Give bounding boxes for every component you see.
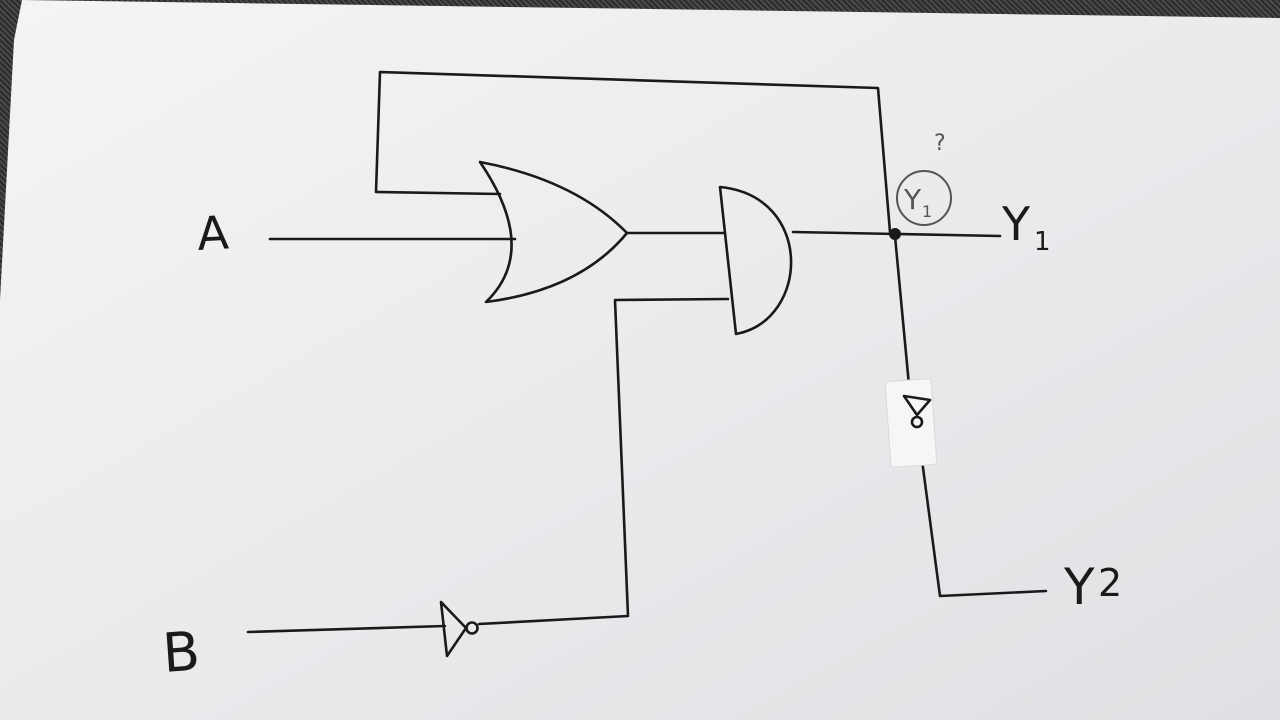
annotation-question-mark: ? [934, 131, 946, 156]
output-y1-label: Y 1 [1001, 197, 1051, 257]
pencil-annotation: Y 1 ? [896, 131, 952, 226]
output-y2-subscript: 2 [1098, 561, 1122, 605]
not-gate-y2 [884, 378, 938, 468]
input-a-label: A [196, 205, 231, 261]
output-y1-letter: Y [1001, 197, 1031, 251]
output-y1-subscript: 1 [1034, 227, 1051, 257]
annotation-y1-letter: Y [903, 183, 922, 216]
input-b-label: B [161, 620, 202, 685]
wire-not-to-y2 [916, 428, 1048, 598]
wire-y1-to-not [893, 234, 912, 398]
wire-feedback-loop [374, 70, 892, 234]
annotation-y1-subscript: 1 [922, 202, 932, 221]
output-y2-label: Y 2 [1063, 558, 1122, 616]
output-y2-letter: Y [1063, 558, 1095, 616]
junction-dot [889, 228, 901, 240]
not-gate-b [439, 600, 479, 658]
or-gate [478, 160, 629, 304]
wire-not-to-and [477, 297, 730, 626]
and-gate [718, 185, 793, 336]
annotation-circle [896, 170, 952, 226]
wire-input-b [246, 624, 447, 634]
